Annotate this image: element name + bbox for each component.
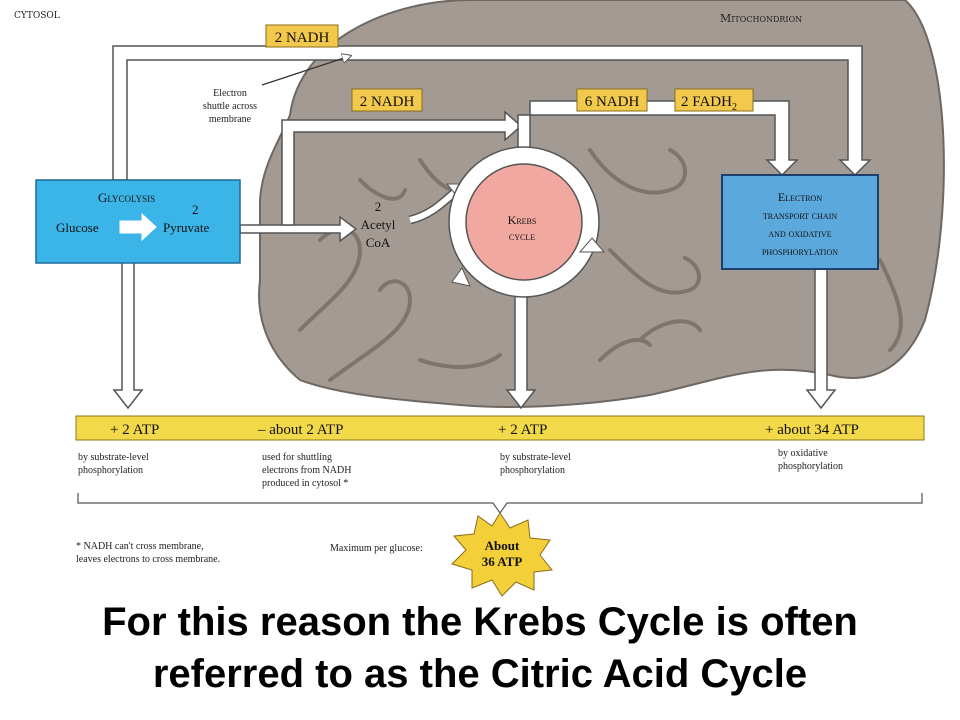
nadh-top-label: 2 NADH <box>275 30 330 46</box>
atp-item-1: + 2 ATP <box>110 422 159 438</box>
shuttle-pointer <box>261 56 350 86</box>
glycolysis-substrate: Glucose <box>56 220 99 235</box>
shuttle-text-1: Electron <box>213 88 247 99</box>
arrow-nadh-top-path <box>112 45 872 181</box>
mitochondrion-label: Mitochondrion <box>720 12 802 25</box>
atp-bar <box>75 415 925 441</box>
etc-line-4: phosphorylation <box>762 246 838 258</box>
atp-item-2: – about 2 ATP <box>257 422 343 438</box>
krebs-line-2: cycle <box>509 229 535 243</box>
etc-line-2: transport chain <box>763 210 838 222</box>
note-2-line-3: produced in cytosol * <box>262 478 348 489</box>
nadh-top-box <box>265 24 339 48</box>
arrow-pyruvate-acetyl <box>239 215 358 243</box>
acetyl-line-3: CoA <box>366 235 391 250</box>
etc-line-3: and oxidative <box>768 228 831 240</box>
caption-line-1: For this reason the Krebs Cycle is often <box>102 600 858 644</box>
arrow-krebs-etc <box>517 100 799 177</box>
nadh-krebs-box <box>576 88 648 112</box>
arrow-glycolysis-atp <box>112 261 144 410</box>
note-3-line-2: phosphorylation <box>500 465 565 476</box>
krebs-cycle-arrow-icon <box>578 237 606 253</box>
nadh-krebs-label: 6 NADH <box>585 94 640 110</box>
burst-line-1: About <box>485 538 520 553</box>
arrow-krebs-atp <box>505 294 537 410</box>
nadh-mid-label: 2 NADH <box>360 94 415 110</box>
etc-box <box>721 174 879 270</box>
caption-line-2: referred to as the Citric Acid Cycle <box>152 652 808 696</box>
footnote-line-1: * NADH can't cross membrane, <box>76 541 204 552</box>
burst-line-2: 36 ATP <box>482 554 523 569</box>
fadh2-label: 2 FADH2 <box>681 94 737 113</box>
krebs-cycle-circle <box>465 163 583 281</box>
atp-item-4: + about 34 ATP <box>765 422 859 438</box>
atp-item-3: + 2 ATP <box>498 422 547 438</box>
note-2-line-2: electrons from NADH <box>262 465 351 476</box>
acetyl-line-2: Acetyl <box>361 217 396 232</box>
note-2-line-1: used for shuttling <box>262 452 332 463</box>
arrow-nadh-mid-path <box>281 110 523 226</box>
flow-arrows <box>112 45 872 410</box>
note-1-line-1: by substrate-level <box>78 452 149 463</box>
glycolysis-two: 2 <box>192 202 199 217</box>
note-4-line-1: by oxidative <box>778 448 828 459</box>
glycolysis-title: Glycolysis <box>98 190 155 205</box>
etc-line-1: Electron <box>778 190 822 204</box>
acetyl-line-1: 2 <box>375 199 382 214</box>
krebs-line-1: Krebs <box>508 213 537 227</box>
glycolysis-product: Pyruvate <box>163 220 209 235</box>
summing-bracket <box>77 493 923 515</box>
shuttle-text-2: shuttle across <box>203 101 257 112</box>
cristae <box>298 148 903 382</box>
glycolysis-arrow-icon <box>119 212 157 242</box>
arrow-etc-atp <box>805 267 837 410</box>
maximum-label: Maximum per glucose: <box>330 543 423 554</box>
cytosol-label: CYTOSOL <box>14 11 60 21</box>
atp-burst <box>451 512 553 597</box>
nadh-mid-box <box>351 88 423 112</box>
fadh2-box <box>674 88 754 112</box>
shuttle-text-3: membrane <box>209 114 252 125</box>
note-4-line-2: phosphorylation <box>778 461 843 472</box>
note-3-line-1: by substrate-level <box>500 452 571 463</box>
note-1-line-2: phosphorylation <box>78 465 143 476</box>
footnote-line-2: leaves electrons to cross membrane. <box>76 554 220 565</box>
